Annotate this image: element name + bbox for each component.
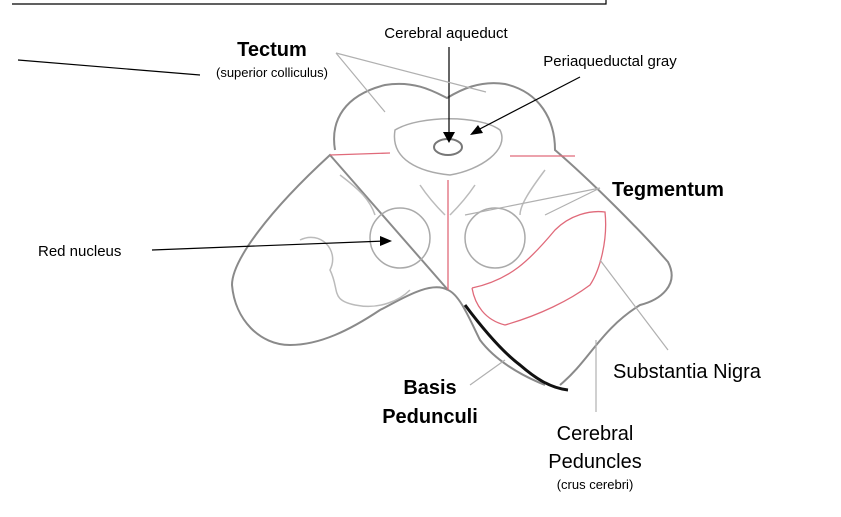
arrowhead-periaqueductal [470, 125, 483, 135]
pointer-basis [469, 359, 506, 386]
pointer-tectum [335, 52, 487, 113]
top-box-border [12, 0, 607, 5]
periaqueductal-region [393, 118, 503, 176]
red-nucleus-left [369, 207, 431, 269]
label-cerebral-aqueduct: Cerebral aqueduct [384, 25, 508, 42]
label-substantia-nigra: Substantia Nigra [613, 361, 762, 383]
pointer-tegmentum [464, 187, 601, 216]
leader-red-nucleus [151, 240, 386, 251]
label-red-nucleus: Red nucleus [38, 243, 121, 260]
arrowhead-aqueduct [443, 132, 455, 143]
inner-contour [299, 236, 411, 307]
label-basis-line1: Basis [403, 377, 456, 399]
leader-periaqueductal [473, 76, 581, 133]
substantia-nigra-boundary [471, 210, 607, 326]
label-tectum: Tectum [237, 39, 307, 61]
label-tegmentum: Tegmentum [612, 179, 724, 201]
pointer-substantia-nigra [599, 259, 669, 351]
red-nucleus-right [464, 207, 526, 269]
notch-outline [447, 289, 546, 386]
tegmentum-contours [339, 169, 546, 216]
label-cerebral-peduncles-sub: (crus cerebri) [557, 477, 634, 492]
label-periaqueductal-gray: Periaqueductal gray [543, 53, 677, 70]
tectum-tegmentum-boundary [329, 152, 575, 290]
label-tectum-sub: (superior colliculus) [216, 65, 328, 80]
label-cerebral-peduncles-line2: Peduncles [548, 451, 641, 473]
label-cerebral-peduncles-line1: Cerebral [557, 423, 634, 445]
aqueduct-shape [433, 138, 463, 156]
label-basis-line2: Pedunculi [382, 406, 478, 428]
midbrain-outline [230, 82, 673, 386]
leader-left [17, 59, 201, 76]
crus-line [463, 304, 569, 392]
arrowhead-red-nucleus [380, 236, 392, 246]
